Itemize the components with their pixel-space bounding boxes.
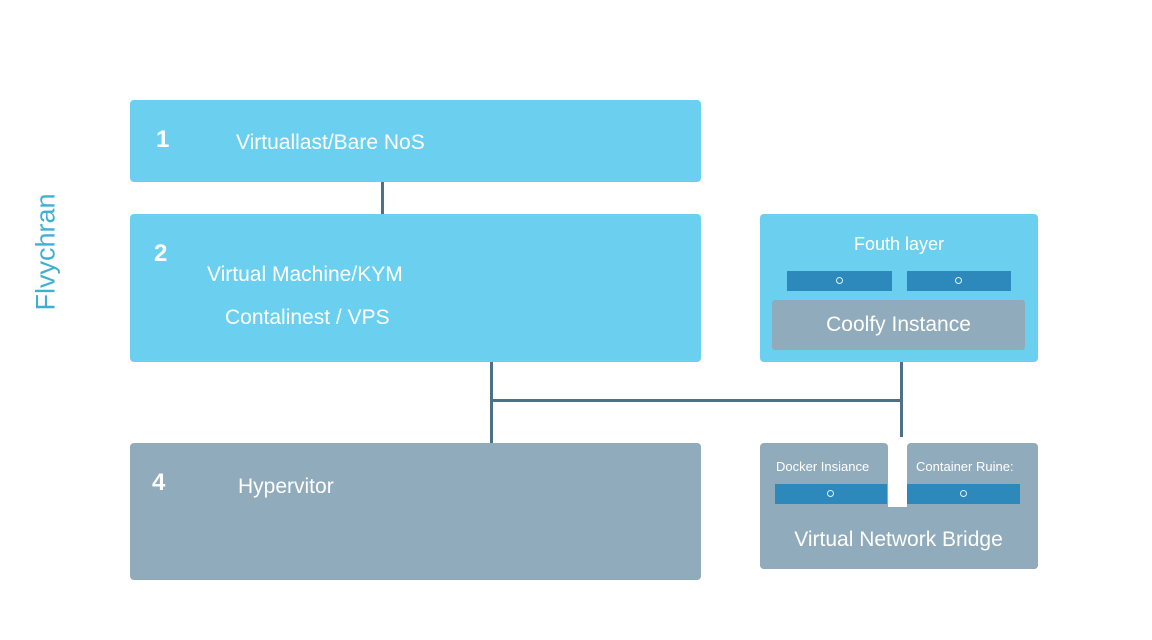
connector-horizontal	[490, 399, 903, 402]
layer-label-line1: Virtual Machine/KYM	[207, 263, 403, 286]
port-slot	[907, 484, 1020, 504]
layer-label: Hypervitor	[238, 475, 334, 498]
side-title: Flvychran	[30, 193, 61, 311]
port-slot	[787, 271, 892, 291]
layer-4-box[interactable]: 4 Hypervitor	[130, 443, 701, 580]
bridge-panel-base: Virtual Network Bridge	[760, 507, 1038, 569]
port-slot	[775, 484, 887, 504]
port-slot	[907, 271, 1011, 291]
connector-right-vertical	[900, 361, 903, 437]
connector-layer1-layer2	[381, 181, 384, 215]
panel-title: Fouth layer	[853, 234, 945, 254]
port-icon	[835, 277, 843, 284]
card-title: Container Ruine:	[916, 459, 1014, 474]
fourth-layer-panel[interactable]: Fouth layer Coolfy Instance	[760, 214, 1038, 362]
port-icon	[959, 490, 967, 497]
coolfy-instance-box[interactable]: Coolfy Instance	[772, 300, 1025, 350]
layer-label: Virtuallast/Bare NoS	[236, 131, 425, 154]
port-icon	[827, 490, 834, 497]
layer-number: 4	[152, 469, 166, 496]
layer-1-box[interactable]: 1 Virtuallast/Bare NoS	[130, 100, 701, 182]
virtual-network-bridge-box[interactable]: Virtual Network Bridge	[794, 528, 1003, 551]
layer-number: 2	[154, 240, 168, 267]
layer-label-line2: Contalinest / VPS	[225, 306, 390, 329]
layer-number: 1	[156, 126, 170, 153]
layer-2-box[interactable]: 2 Virtual Machine/KYM Contalinest / VPS	[130, 214, 701, 362]
connector-layer2-down	[490, 361, 493, 444]
port-icon	[955, 277, 962, 284]
card-title: Docker Insiance	[776, 459, 870, 474]
